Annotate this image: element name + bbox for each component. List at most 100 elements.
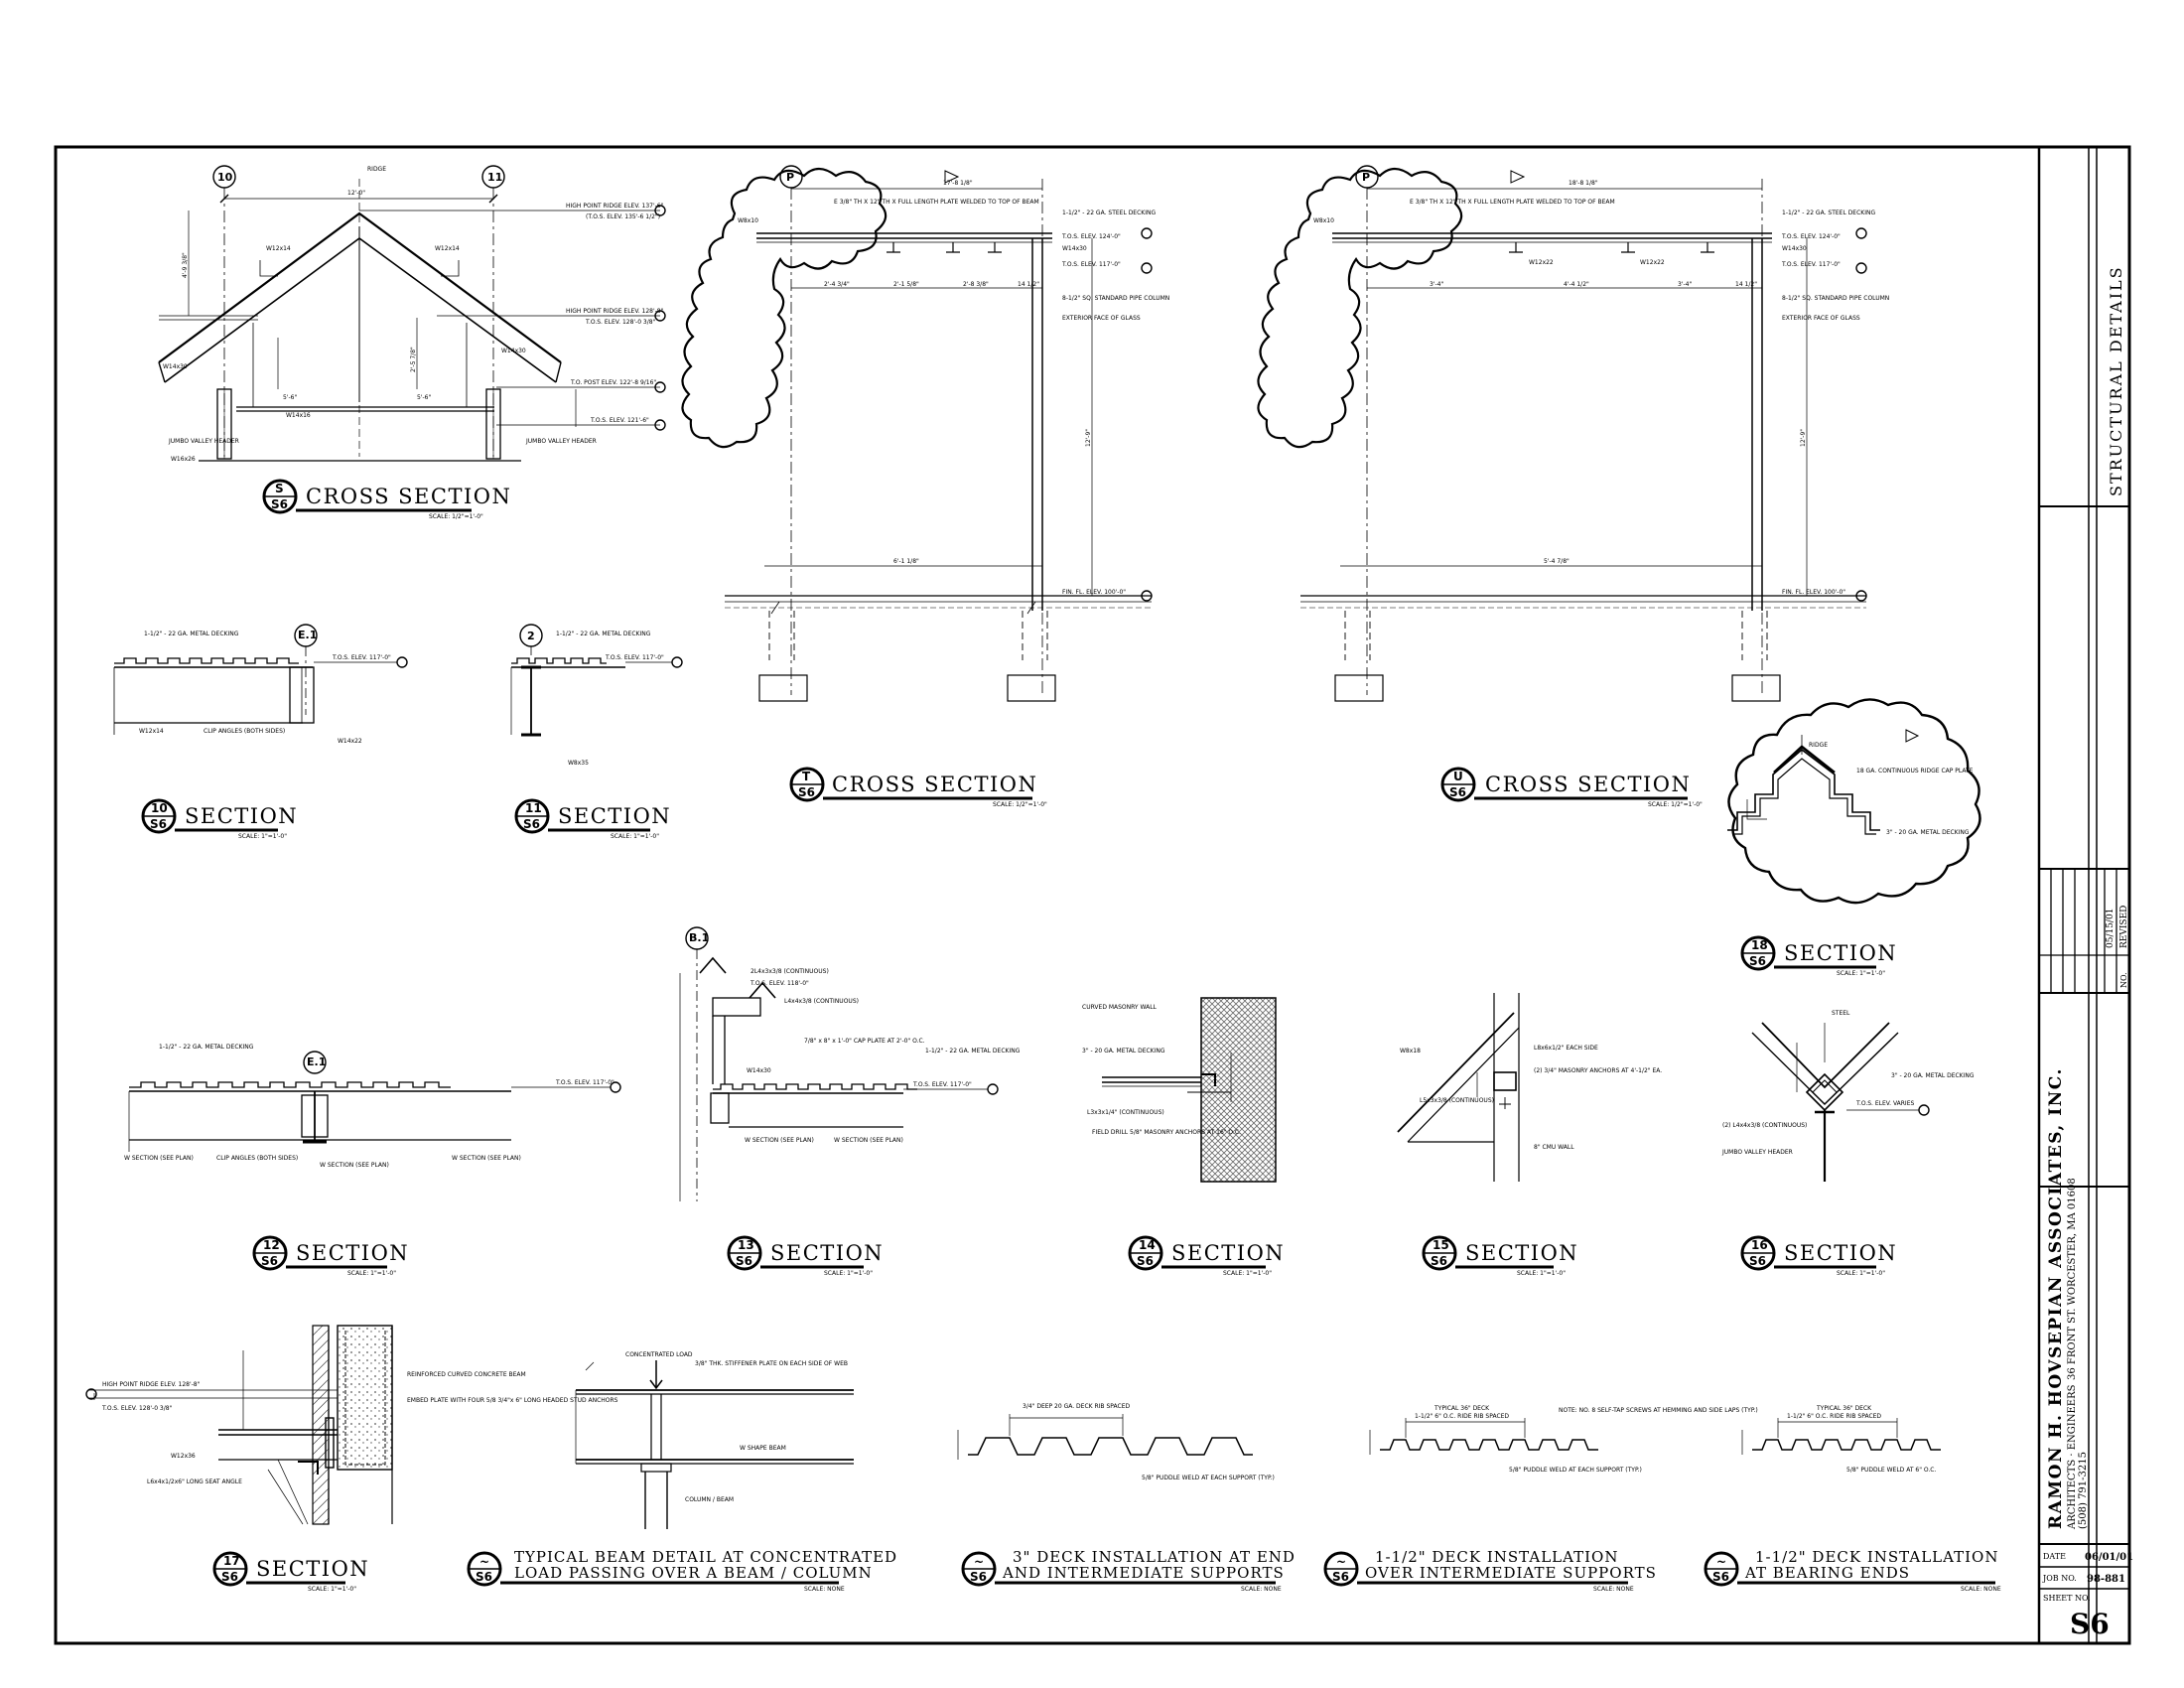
- detail-s-drawing: [158, 165, 666, 462]
- d15-c: L5x3x3/8 (CONTINUOUS): [1420, 1097, 1494, 1104]
- detail-11-id: 11: [525, 801, 542, 815]
- detail-18-tag: [1740, 935, 1876, 971]
- deck15a-weld: 5/8" PUDDLE WELD AT EACH SUPPORT (TYP.): [1509, 1467, 1642, 1474]
- d10-w2: W14x22: [338, 738, 362, 745]
- t-dim-3: 2'-8 3/8": [963, 281, 989, 288]
- grid-tag-b1: B.1: [689, 931, 709, 944]
- u-col: 8-1/2" SQ. STANDARD PIPE COLUMN: [1782, 295, 1889, 302]
- deck15b-title-1: 1-1/2" DECK INSTALLATION: [1755, 1548, 1998, 1566]
- firm-phone: (508) 791-3215: [2078, 1452, 2089, 1529]
- detail-16-drawing: [1751, 1022, 1930, 1182]
- d11-deck: 1-1/2" - 22 GA. METAL DECKING: [556, 631, 651, 637]
- revision-desc: REVISED: [2119, 906, 2129, 948]
- deck15a-id: ~: [1336, 1555, 1346, 1569]
- grid-tag-10: 10: [217, 171, 233, 184]
- deck3-title-1: 3" DECK INSTALLATION AT END: [1013, 1548, 1296, 1566]
- detail-14-tag: [1128, 1235, 1266, 1271]
- d13-tos2: T.O.S. ELEV. 117'-0": [912, 1081, 972, 1088]
- u-fin: FIN. FL. ELEV. 100'-0": [1782, 589, 1845, 596]
- detail-15-tag: [1422, 1235, 1554, 1271]
- detail-12-id: 12: [263, 1238, 280, 1252]
- detail-16-tag: [1740, 1235, 1876, 1271]
- detail-18-id: 18: [1751, 938, 1768, 952]
- s-valley1: JUMBO VALLEY HEADER: [168, 438, 239, 445]
- detail-18-title: SECTION: [1784, 941, 1897, 965]
- detail-11-title: SECTION: [558, 804, 671, 828]
- detail-16-sheet: S6: [1749, 1254, 1766, 1268]
- d15-wall: 8" CMU WALL: [1534, 1144, 1574, 1151]
- d11-w: W8x35: [568, 760, 589, 767]
- s-ridge-note: RIDGE: [367, 166, 386, 173]
- detail-13-title: SECTION: [770, 1241, 884, 1265]
- deck15b-title-2: AT BEARING ENDS: [1744, 1564, 1910, 1582]
- s-valley2: JUMBO VALLEY HEADER: [525, 438, 597, 445]
- d12-deck: 1-1/2" - 22 GA. METAL DECKING: [159, 1044, 254, 1051]
- t-deck: 1-1/2" - 22 GA. STEEL DECKING: [1062, 210, 1156, 216]
- sheet-no-value: S6: [2070, 1608, 2110, 1640]
- detail-u-scale: SCALE: 1/2"=1'-0": [1648, 801, 1703, 808]
- beam-detail-scale: SCALE: NONE: [804, 1586, 845, 1593]
- t-tos2: T.O.S. ELEV. 117'-0": [1061, 261, 1121, 268]
- detail-t-drawing: [681, 165, 1153, 702]
- detail-11-drawing: [510, 624, 683, 737]
- beam-load: CONCENTRATED LOAD: [625, 1351, 693, 1358]
- detail-15-title: SECTION: [1465, 1241, 1578, 1265]
- deck15b-drawing: [1741, 1418, 1941, 1455]
- revision-no-label: NO.: [2119, 972, 2128, 988]
- detail-17-id: 17: [223, 1554, 240, 1568]
- detail-14-title: SECTION: [1171, 1241, 1285, 1265]
- s-tos3: T.O. POST ELEV. 122'-8 9/16": [570, 379, 656, 386]
- d13-deck: 1-1/2" - 22 GA. METAL DECKING: [925, 1048, 1021, 1055]
- u-dim-bot: 5'-4 7/8": [1544, 558, 1570, 565]
- t-fin: FIN. FL. ELEV. 100'-0": [1062, 589, 1126, 596]
- detail-s-sheet: S6: [271, 497, 288, 511]
- detail-14-scale: SCALE: 1"=1'-0": [1223, 1270, 1272, 1277]
- d13-c: 7/8" x 8" x 1'-0" CAP PLATE AT 2'-0" O.C…: [804, 1038, 925, 1045]
- d16-hdr: JUMBO VALLEY HEADER: [1721, 1149, 1793, 1156]
- date-value: 06/01/01: [2085, 1552, 2133, 1563]
- u-dim-3: 3'-4": [1678, 281, 1692, 288]
- d11-tos: T.O.S. ELEV. 117'-0": [605, 654, 664, 661]
- detail-15-drawing: [1397, 993, 1520, 1182]
- sheet-title: STRUCTURAL DETAILS: [2107, 265, 2125, 496]
- u-dim-4: 14 1/2": [1735, 281, 1757, 288]
- detail-17-tag: [212, 1551, 345, 1587]
- u-tos: T.O.S. ELEV. 124'-0": [1781, 233, 1841, 240]
- deck3-drawing: [957, 1414, 1253, 1460]
- s-w5: W14x16: [286, 412, 311, 419]
- detail-s-title: CROSS SECTION: [306, 485, 511, 508]
- beam-plate: 3/8" THK. STIFFENER PLATE ON EACH SIDE O…: [695, 1360, 848, 1367]
- t-dim-2: 2'-1 5/8": [893, 281, 919, 288]
- grid-tag-11: 11: [487, 171, 502, 184]
- detail-16-id: 16: [1751, 1238, 1768, 1252]
- s-w4: W14x30: [501, 348, 526, 354]
- grid-tag-2: 2: [527, 630, 535, 642]
- detail-16-title: SECTION: [1784, 1241, 1897, 1265]
- u-deck: 1-1/2" - 22 GA. STEEL DECKING: [1782, 210, 1875, 216]
- t-w: W14x30: [1062, 245, 1087, 252]
- beam-detail-title-1: TYPICAL BEAM DETAIL AT CONCENTRATED: [514, 1548, 897, 1566]
- job-value: 98-881: [2087, 1574, 2125, 1585]
- date-label: DATE: [2043, 1552, 2066, 1561]
- u-dim-h: 12'-9": [1800, 429, 1807, 447]
- detail-13-drawing: [679, 926, 999, 1201]
- sheet-no-label: SHEET NO.: [2043, 1594, 2091, 1603]
- firm-address: 36 FRONT ST. WORCESTER, MA 01608: [2067, 1178, 2078, 1380]
- d13-w3: W SECTION (SEE PLAN): [834, 1137, 903, 1144]
- beam-detail-drawing: [575, 1360, 854, 1529]
- sheet-border: [54, 145, 2131, 1645]
- detail-10-drawing: [113, 624, 408, 735]
- detail-10-scale: SCALE: 1"=1'-0": [238, 833, 287, 840]
- detail-13-scale: SCALE: 1"=1'-0": [824, 1270, 873, 1277]
- detail-15-scale: SCALE: 1"=1'-0": [1517, 1270, 1566, 1277]
- grid-tag-p1: P: [786, 171, 794, 184]
- u-w1: W12x22: [1529, 259, 1554, 266]
- detail-s-id: S: [275, 482, 284, 495]
- detail-18-scale: SCALE: 1"=1'-0": [1837, 970, 1885, 977]
- detail-18-drawing: [1727, 698, 1981, 905]
- d14-anch: FIELD DRILL 5/8" MASONRY ANCHORS AT 16" …: [1092, 1129, 1241, 1136]
- deck15b-weld: 5/8" PUDDLE WELD AT 6" O.C.: [1846, 1467, 1936, 1474]
- u-w4: W14x30: [1782, 245, 1807, 252]
- detail-18-sheet: S6: [1749, 954, 1766, 968]
- revision-date: 05/15/01: [2106, 909, 2116, 948]
